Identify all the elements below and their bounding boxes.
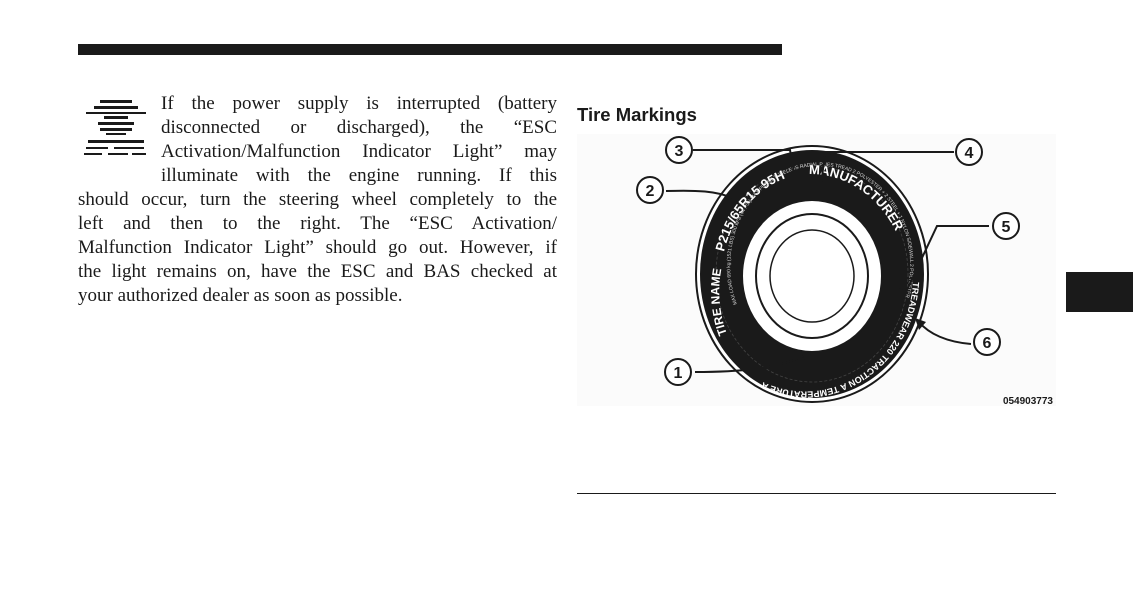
section-divider <box>577 493 1056 494</box>
svg-text:6: 6 <box>983 335 992 352</box>
callout-1: 1 <box>664 358 692 386</box>
svg-text:1: 1 <box>674 365 683 382</box>
body-line: If the power supply is interrupted (batt… <box>161 93 557 114</box>
callout-6: 6 <box>973 328 1001 356</box>
chapter-thumb-tab <box>1066 272 1133 312</box>
tire-markings-figure: P215/65R15 95H MANUFACTURER TIRE NAME TR… <box>577 134 1056 406</box>
callout-3: 3 <box>665 136 693 164</box>
callout-5: 5 <box>992 212 1020 240</box>
body-line: should occur, turn the steering wheel co… <box>78 189 557 210</box>
callout-2: 2 <box>636 176 664 204</box>
body-line: left and then to the right. The “ESC Act… <box>78 213 557 234</box>
body-line: disconnected or discharged), the “ESC <box>161 117 557 138</box>
esc-warning-icon <box>84 100 146 155</box>
svg-text:4: 4 <box>965 145 974 162</box>
body-line: your authorized dealer as soon as possib… <box>78 285 403 306</box>
figure-id: 054903773 <box>1003 396 1053 406</box>
section-title: Tire Markings <box>577 104 697 125</box>
tire-graphic <box>695 145 929 403</box>
body-line: the light remains on, have the ESC and B… <box>78 261 557 282</box>
body-line: illuminate with the engine running. If t… <box>161 165 557 186</box>
callout-arrowheads <box>790 174 926 361</box>
svg-text:3: 3 <box>675 143 684 160</box>
header-rule-bar <box>78 44 782 55</box>
svg-text:2: 2 <box>646 183 655 200</box>
body-line: Malfunction Indicator Light” should go o… <box>78 237 557 258</box>
callout-4: 4 <box>955 138 983 166</box>
svg-text:5: 5 <box>1002 219 1011 236</box>
body-line: Activation/Malfunction Indicator Light” … <box>161 141 557 162</box>
